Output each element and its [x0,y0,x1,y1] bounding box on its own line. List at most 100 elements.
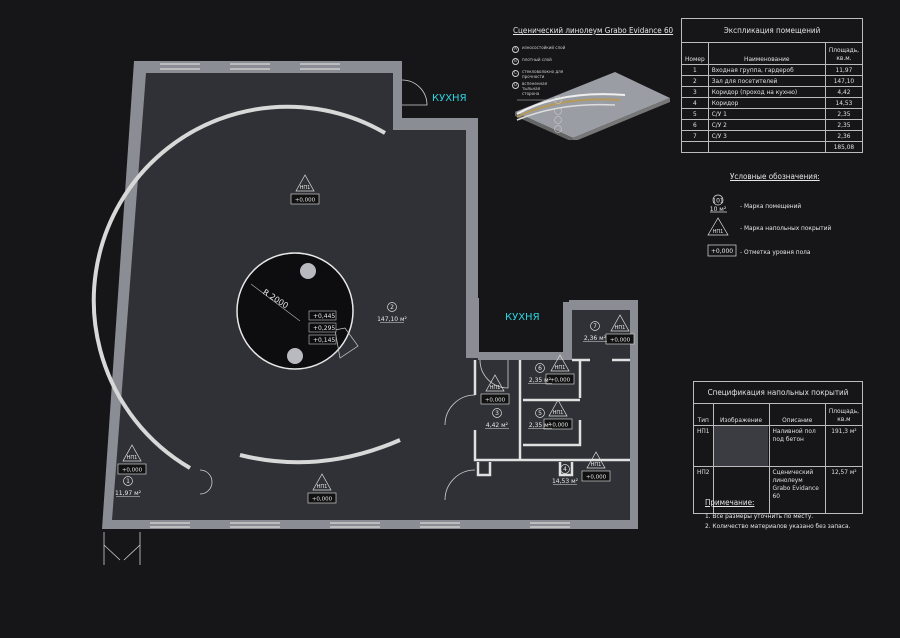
floor-mark-triangle [586,451,606,469]
wall-kitchen [466,130,569,358]
floor-marks: НП1+0,000НП1+0,000НП1+0,000НП1+0,000НП1+… [117,174,635,504]
spec-table: Спецификация напольных покрытий Тип Изоб… [693,381,864,514]
floor-mark: НП1 +0,000 [290,174,320,205]
header-number: Номер [681,42,709,65]
room-number: 5 [538,410,542,417]
podium-steps [334,327,359,359]
header-area: Площадь, кв.м. [824,42,864,65]
svg-text:+0,145: +0,145 [313,337,335,344]
room-area-cell: 14,53 [824,97,864,109]
room-name-cell: Входная группа, гардероб [707,64,826,76]
spec-row: НП2 Сценический линолеум Grabo Evidance … [693,466,864,514]
legend-floor-label: - Марка напольных покрытий [740,224,832,232]
svg-text:+0,295: +0,295 [313,325,335,332]
floor-area [112,73,630,520]
floor-mark-triangle [548,399,568,417]
explication-table: Экспликация помещений Номер Наименование… [681,18,864,153]
spec-header-type: Тип [693,403,714,426]
floor-mark-label: НП1 [615,325,626,331]
linoleum-title: Сценический линолеум Grabo Evidance 60 [513,26,674,35]
floor-mark: НП1+0,000 [480,374,510,405]
spec-type: НП1 [693,425,714,467]
room-mark: 111,97 м² [115,476,142,497]
floor-mark-triangle [610,314,630,332]
level-mark-label: +0,000 [610,338,631,344]
room-area: 147,10 м² [377,316,407,323]
level-mark-label: +0,000 [586,475,607,481]
room-number-cell: 7 [681,130,709,142]
legend-level-label: - Отметка уровня пола [740,248,811,256]
spec-area: 12,57 м² [824,466,864,514]
room-name-cell: Зал для посетителей [707,75,826,87]
room-number: 6 [538,365,542,372]
linoleum-diagram: Сценический линолеум Grabo Evidance 60 A… [505,20,675,140]
column-icon [287,348,303,364]
radius-dimension-line [250,283,301,322]
room-number: 7 [593,323,597,330]
room-number-cell: 6 [681,119,709,131]
room-number: 1 [126,478,130,485]
room-mark: 72,36 м² [583,321,607,342]
legend-room-area: 10 м² [710,206,727,213]
floor-mark: НП1+0,000 [307,473,337,504]
windows [150,63,570,528]
room-mark: 34,42 м² [485,408,509,429]
level-mark-label: +0,000 [295,198,316,204]
level-mark-box [117,463,147,475]
room-area-cell: 2,35 [824,119,864,131]
spec-area: 191,3 м² [824,425,864,467]
floor-mark-triangle [312,473,332,491]
room-name-cell: С/У 1 [707,108,826,120]
room-name-cell: С/У 3 [707,130,826,142]
level-mark-box [480,393,510,405]
kitchen-area-right [479,298,569,356]
explication-title: Экспликация помещений [681,18,863,43]
stage-arc-large [91,104,387,470]
level-mark-label: +0,000 [122,468,143,474]
room-number-cell: 1 [681,64,709,76]
spec-header-desc: Описание [768,403,826,426]
floor-mark: НП1 +0,000 [543,399,573,430]
kitchen-label: КУХНЯ [505,312,540,323]
room-area-cell: 11,97 [824,64,864,76]
room-number-cell: 5 [681,108,709,120]
room-number: 2 [390,304,394,311]
spec-desc: Сценический линолеум Grabo Evidance 60 [768,466,826,514]
spec-desc: Наливной пол под бетон [768,425,826,467]
level-mark-label: +0,000 [548,423,569,429]
floor-mark-label: НП1 [553,410,564,416]
total-area: 185,08 [824,141,864,153]
level-mark-box [543,418,573,430]
spec-title: Спецификация напольных покрытий [693,381,863,404]
level-mark-box [307,492,337,504]
svg-text:+0,445: +0,445 [313,313,335,320]
room-area: 2,35 м² [529,377,552,384]
room-mark: 6 2,35 м² [528,363,552,384]
room-mark: 52,35 м² [528,408,552,429]
room-number-cell: 4 [681,97,709,109]
floor-mark-label: НП1 [490,385,501,391]
room-name-cell: Коридор [707,97,826,109]
note-item: 1. Все размеры уточнить по месту. [705,512,814,520]
note-item: 2. Количество материалов указано без зап… [705,522,851,530]
floor-mark-label: НП1 [300,185,311,191]
floor-mark: НП1+0,000 [117,444,147,475]
linoleum-sample [515,72,670,140]
level-mark-box [545,373,575,385]
room-area: 4,42 м² [486,422,509,429]
floor-mark-triangle [122,444,142,462]
room-area-cell: 2,35 [824,108,864,120]
level-mark-label: +0,000 [312,497,333,503]
floor-mark-label: НП1 [591,462,602,468]
interior-walls [473,358,630,477]
room-area: 14,53 м² [552,478,579,485]
swatch-linoleum [713,467,768,513]
column-icon [300,263,316,279]
